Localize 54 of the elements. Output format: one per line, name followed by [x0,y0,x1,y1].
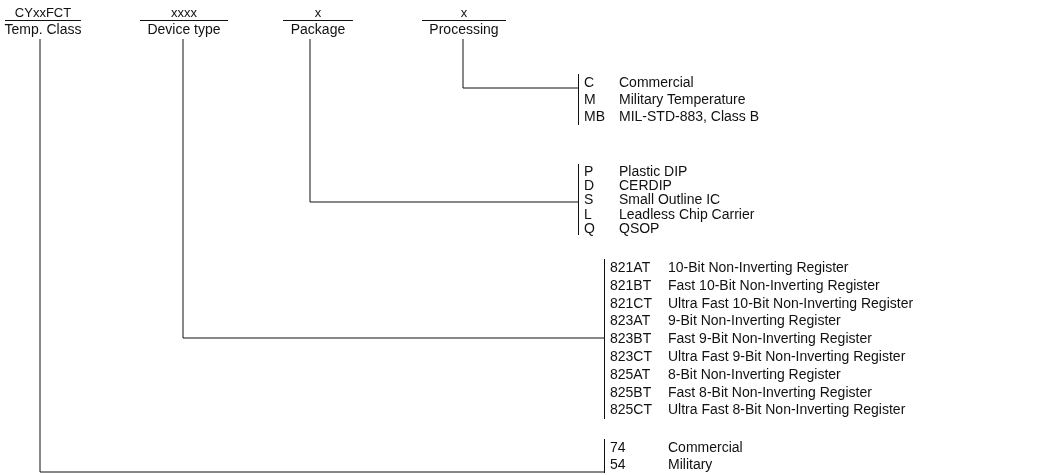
option-code: 825CT [610,401,654,420]
option-code: 823BT [610,330,653,348]
option-description: Fast 10-Bit Non-Inverting Register [668,276,881,295]
option-description: Ultra Fast 10-Bit Non-Inverting Register [668,294,914,313]
field-label: Temp. Class [4,22,82,36]
part-number-field: x [422,6,506,21]
option-list [604,259,914,420]
option-code: 821CT [610,294,654,313]
option-code: 823CT [610,348,654,366]
option-code: 823AT [610,312,652,331]
field-label: Processing [429,22,499,36]
option-code: 54 [610,456,627,473]
option-description: MIL-STD-883, Class B [619,108,760,125]
connector-line [182,38,605,339]
option-description: QSOP [619,220,661,235]
option-code: 825AT [610,365,652,384]
part-number-field: x [283,6,353,21]
option-description: Fast 8-Bit Non-Inverting Register [668,383,873,402]
option-code: 821BT [610,276,653,295]
option-description: 9-Bit Non-Inverting Register [668,312,842,331]
option-description: Ultra Fast 9-Bit Non-Inverting Register [668,348,907,366]
option-description: Fast 9-Bit Non-Inverting Register [668,330,873,348]
option-code: MB [584,108,606,125]
part-number-field: CYxxFCT [5,6,81,21]
option-description: Plastic DIP [619,164,689,179]
option-list [578,74,760,125]
option-description: Ultra Fast 8-Bit Non-Inverting Register [668,401,907,420]
option-code: S [584,192,595,207]
option-code: D [584,178,596,193]
option-code: L [584,206,593,221]
option-description: 8-Bit Non-Inverting Register [668,365,842,384]
connector-line [309,38,579,203]
option-code: 821AT [610,259,652,277]
option-code: C [584,74,596,91]
option-description: CERDIP [619,178,672,193]
option-description: Small Outline IC [619,192,722,207]
option-description: Commercial [668,439,743,456]
option-description: Military [668,456,714,473]
option-code: Q [584,220,596,235]
option-code: 74 [610,439,627,456]
option-code: P [584,164,595,179]
connector-line [39,38,605,473]
option-code: 825BT [610,383,653,402]
field-label: Device type [147,22,221,36]
option-list [578,164,755,235]
option-description: Military Temperature [619,91,747,108]
part-number-field: xxxx [140,6,228,21]
option-description: Leadless Chip Carrier [619,206,755,221]
option-code: M [584,91,597,108]
option-description: 10-Bit Non-Inverting Register [668,259,850,277]
field-label: Package [290,22,346,36]
connector-line [462,38,579,89]
option-list [604,439,743,473]
option-description: Commercial [619,74,695,91]
